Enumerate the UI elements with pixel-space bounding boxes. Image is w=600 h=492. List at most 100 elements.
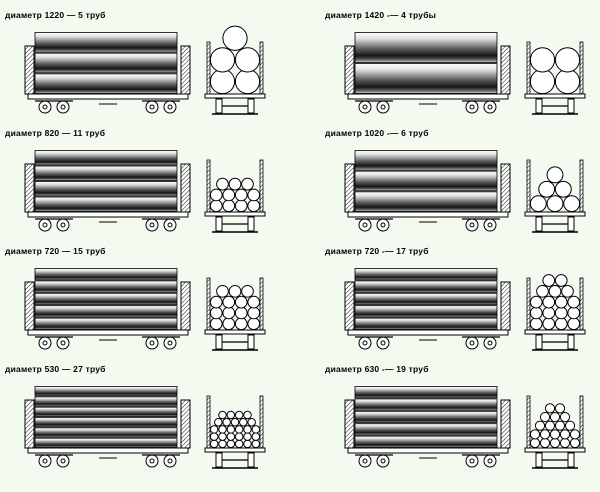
pipe-side <box>34 305 178 318</box>
pipe-end <box>542 274 556 287</box>
end-wall-left <box>344 45 355 95</box>
end-view-wall-right <box>579 159 584 213</box>
pipe-side <box>34 165 178 181</box>
pipe-side <box>354 292 498 306</box>
pipe-end <box>529 429 541 440</box>
pipe-end <box>563 195 581 213</box>
wheel-hub <box>469 222 475 228</box>
pipe-side <box>354 150 498 171</box>
end-view-wheel <box>247 452 255 468</box>
wagon-drawing <box>24 150 266 233</box>
pipe-end <box>529 317 543 331</box>
pipe-side <box>34 386 178 397</box>
wheel-hub <box>380 458 386 464</box>
wagon-630: диаметр 630 -— 19 труб <box>325 364 600 482</box>
wheel-hub <box>60 104 66 110</box>
pipe-end <box>548 284 562 298</box>
end-view-wall-right <box>259 159 264 213</box>
pipe-end <box>222 306 236 320</box>
pipe-end <box>222 188 236 202</box>
wagon-drawing <box>24 268 266 351</box>
end-view-wheel <box>535 452 543 468</box>
pipe-end <box>542 317 556 331</box>
wheel-hub <box>60 340 66 346</box>
wagon-drawing <box>344 32 586 115</box>
pipe-end <box>226 410 236 420</box>
wagon-label: диаметр 630 -— 19 труб <box>325 364 429 374</box>
end-view-floor <box>524 447 586 453</box>
pipe-end <box>247 317 261 331</box>
pipe-end <box>243 425 252 434</box>
end-wall-right <box>180 399 191 449</box>
pipe-end <box>567 295 581 309</box>
pipe-end <box>234 439 244 449</box>
wheel-hub <box>487 104 493 110</box>
pipe-end <box>549 429 561 440</box>
pipe-end <box>251 425 261 434</box>
pipe-side <box>354 398 498 411</box>
pipe-end <box>209 295 223 309</box>
wheel-hub <box>380 222 386 228</box>
pipe-end <box>218 425 227 434</box>
wagon-label: диаметр 720 -— 17 труб <box>325 246 429 256</box>
pipe-end <box>234 432 244 441</box>
wheel-hub <box>42 458 48 464</box>
end-view-wheel <box>247 98 255 114</box>
end-view-wall-right <box>259 395 264 449</box>
wagon-bed <box>27 447 189 454</box>
pipe-side <box>354 435 498 448</box>
pipe-side <box>354 423 498 436</box>
end-view-wheel <box>535 216 543 232</box>
end-view-floor <box>204 93 266 99</box>
pipe-end <box>226 439 236 449</box>
wagon-label: диаметр 530 — 27 труб <box>5 364 106 374</box>
pipe-end <box>234 317 248 331</box>
pipe-end <box>539 429 551 440</box>
wheel-hub <box>149 340 155 346</box>
end-view-wheel <box>215 452 223 468</box>
wagon-530: диаметр 530 — 27 труб <box>5 364 295 482</box>
wheel-hub <box>42 222 48 228</box>
pipe-side <box>354 63 498 94</box>
pipe-end <box>554 180 572 198</box>
pipe-end <box>546 166 564 184</box>
pipe-end <box>542 295 556 309</box>
pipe-side <box>34 73 178 94</box>
pipe-end <box>251 432 261 441</box>
pipe-end <box>544 420 556 431</box>
pipe-end <box>216 284 229 298</box>
wagon-bed <box>347 211 509 218</box>
pipe-end <box>228 177 242 191</box>
pipe-side <box>354 32 498 63</box>
end-view-floor <box>524 93 586 99</box>
end-wall-left <box>24 399 35 449</box>
pipe-side <box>34 437 178 448</box>
wagon-drawing <box>24 25 266 115</box>
pipe-end <box>234 306 248 320</box>
end-view-floor <box>204 211 266 217</box>
wagon-bed <box>347 447 509 454</box>
pipe-side <box>34 406 178 417</box>
wheel-hub <box>167 458 173 464</box>
pipe-end <box>243 439 252 449</box>
pipe-end <box>567 317 581 331</box>
end-view-wall-right <box>259 41 264 95</box>
pipe-end <box>209 432 219 441</box>
end-wall-right <box>180 281 191 331</box>
end-wall-right <box>180 163 191 213</box>
pipe-end <box>559 411 571 423</box>
pipe-side <box>354 410 498 424</box>
wheel-hub <box>380 104 386 110</box>
wheel-hub <box>487 222 493 228</box>
wheel-hub <box>42 104 48 110</box>
wheel-hub <box>469 458 475 464</box>
pipe-end <box>554 274 568 287</box>
pipe-end <box>222 417 231 427</box>
end-wall-left <box>344 281 355 331</box>
end-view-wall-left <box>206 277 211 331</box>
end-view-wall-left <box>206 159 211 213</box>
pipe-side <box>34 427 178 438</box>
wagon-label: диаметр 1020 -— 6 труб <box>325 128 429 138</box>
pipe-end <box>529 195 547 213</box>
pipe-end <box>222 295 236 309</box>
